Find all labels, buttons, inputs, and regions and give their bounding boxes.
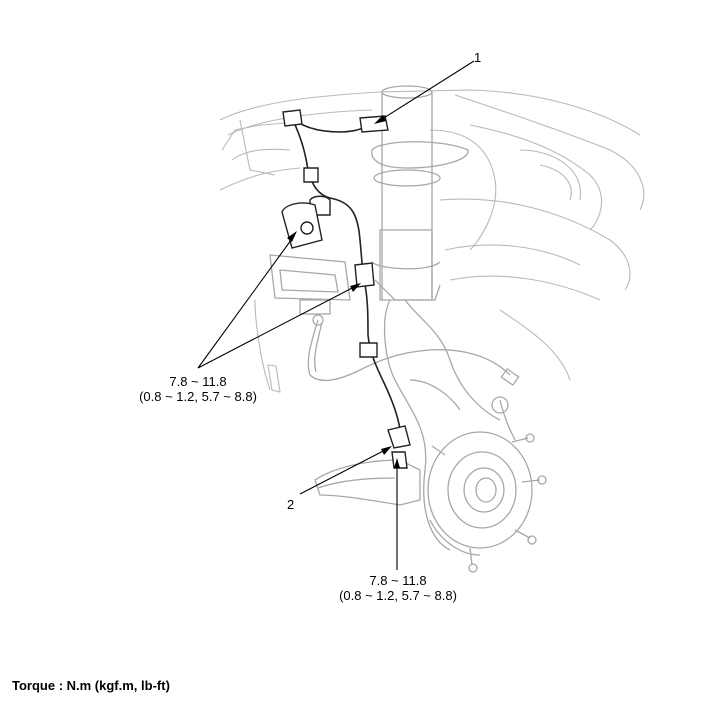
strut-assembly <box>371 85 469 301</box>
torque-value: 7.8 ~ 11.8 <box>369 573 427 588</box>
torque-conversion: (0.8 ~ 1.2, 5.7 ~ 8.8) <box>139 389 257 404</box>
part-label-2: 2 <box>287 497 295 512</box>
torque-value: 7.8 ~ 11.8 <box>169 374 227 389</box>
torque-units-note: Torque : N.m (kgf.m, lb-ft) <box>12 678 170 693</box>
torque-callout-upper: 7.8 ~ 11.8 (0.8 ~ 1.2, 5.7 ~ 8.8) <box>118 374 278 404</box>
part-label-1: 1 <box>474 50 482 65</box>
body-structure <box>219 89 645 393</box>
lower-arm <box>314 459 421 506</box>
torque-callout-lower: 7.8 ~ 11.8 (0.8 ~ 1.2, 5.7 ~ 8.8) <box>318 573 478 603</box>
sensor-cable <box>281 109 411 469</box>
leader-lines <box>197 60 475 570</box>
torque-conversion: (0.8 ~ 1.2, 5.7 ~ 8.8) <box>339 588 457 603</box>
brake-hose <box>269 254 520 387</box>
knuckle-hub <box>383 299 547 573</box>
